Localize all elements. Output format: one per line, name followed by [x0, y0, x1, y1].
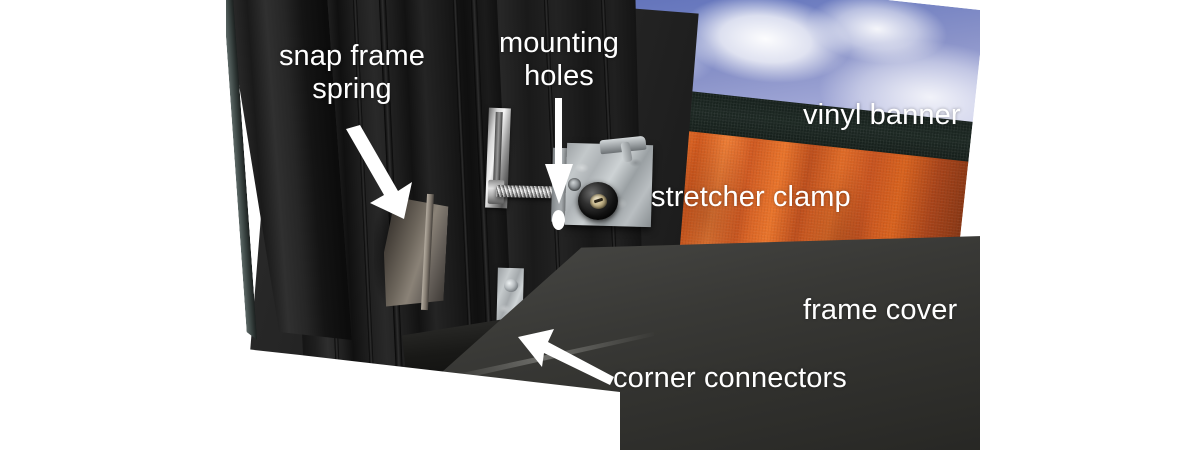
- label-stretcher-clamp: stretcher clamp: [651, 181, 851, 213]
- stretcher-clamp-hole: [568, 178, 581, 191]
- corner-connector-rivet: [504, 279, 518, 292]
- mounting-hole-highlight: [552, 210, 565, 230]
- photo-mask-right: [980, 0, 1200, 450]
- label-mounting-holes: mounting holes: [498, 27, 620, 92]
- photo-mask-left-wedge: [0, 0, 232, 360]
- label-frame-cover: frame cover: [803, 294, 958, 326]
- label-snap-frame-spring: snap frame spring: [278, 40, 426, 105]
- label-vinyl-banner: vinyl banner: [803, 99, 961, 131]
- label-corner-connectors: corner connectors: [613, 362, 847, 394]
